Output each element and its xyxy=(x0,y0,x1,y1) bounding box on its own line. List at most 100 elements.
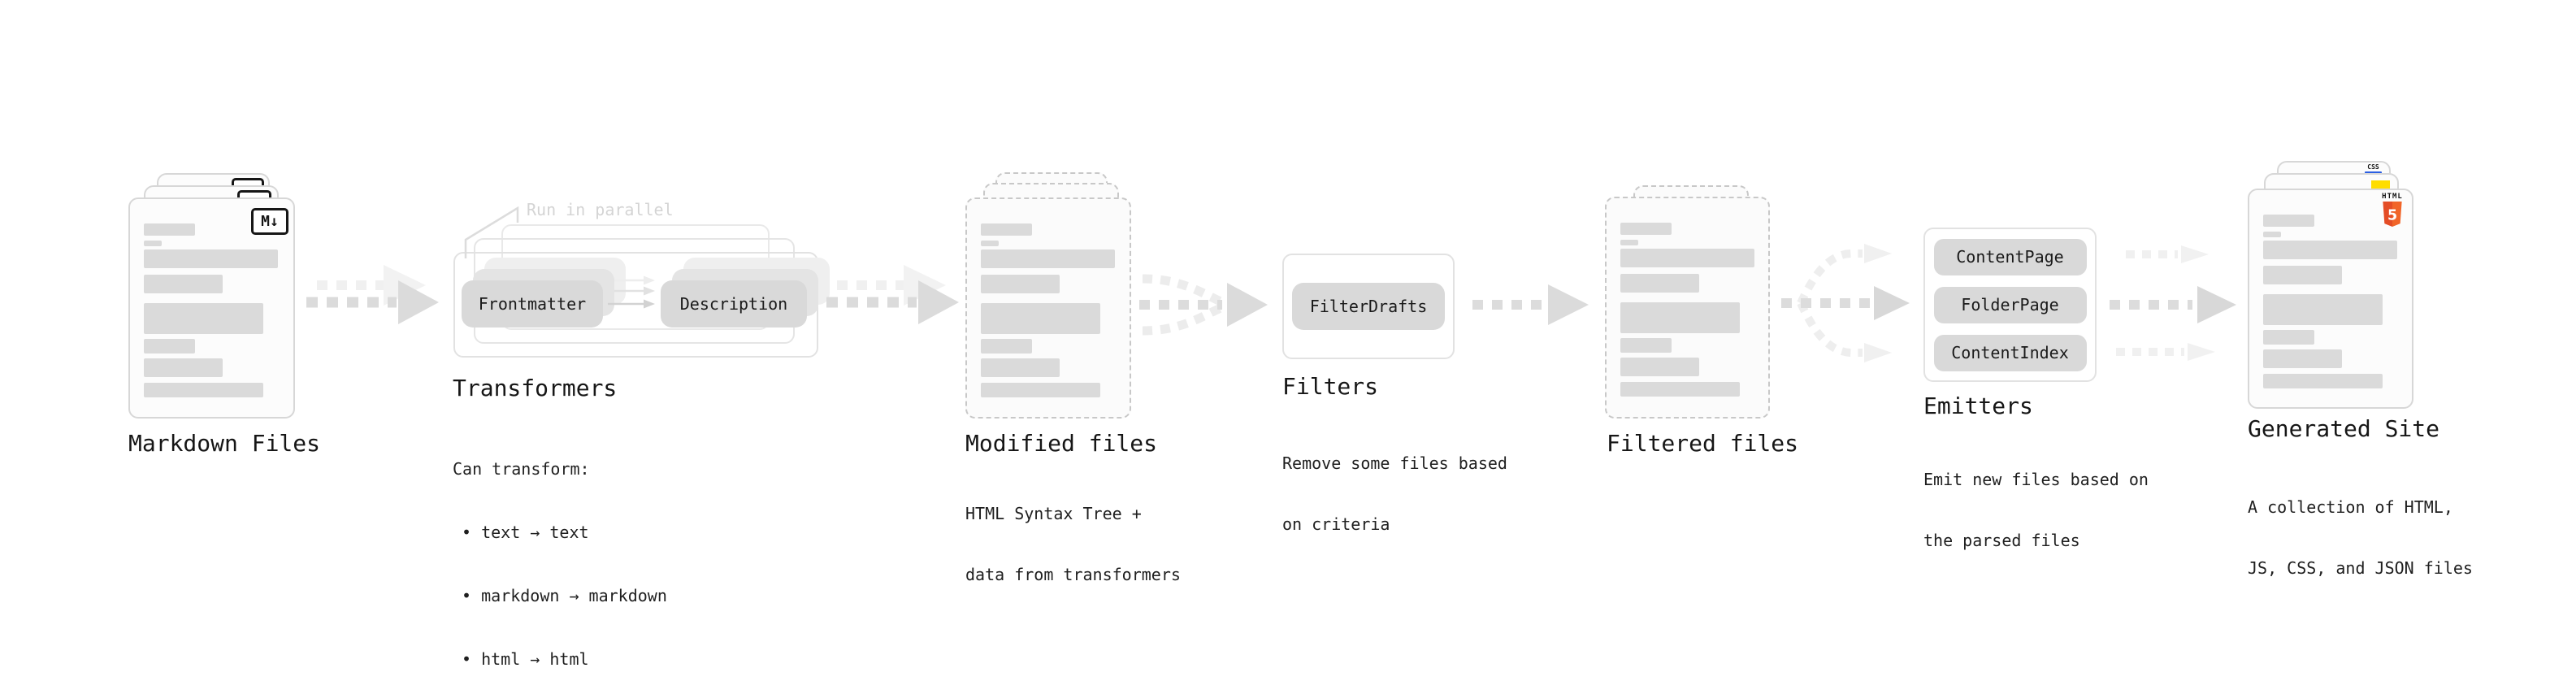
desc-line: Remove some files based xyxy=(1282,453,1507,473)
main-dashed-arrow xyxy=(306,280,439,324)
desc-line: A collection of HTML, xyxy=(2248,497,2453,517)
arrow-emitters-to-generated xyxy=(2110,245,2236,361)
content-bar xyxy=(2263,374,2383,388)
content-bar xyxy=(144,241,162,246)
merge-curve-bottom xyxy=(1142,304,1223,336)
content-bar xyxy=(1620,223,1672,235)
css-icon-label: CSS xyxy=(2367,163,2379,171)
content-bar xyxy=(981,275,1060,293)
css-icon-underline xyxy=(2365,171,2382,174)
content-bar xyxy=(1620,302,1740,333)
html5-icon: HTML 5 xyxy=(2381,193,2404,227)
modified-files-description: HTML Syntax Tree + data from transformer… xyxy=(965,463,1181,626)
content-bar xyxy=(144,249,278,268)
content-bar xyxy=(2263,266,2342,284)
generated-site-description: A collection of HTML, JS, CSS, and JSON … xyxy=(2248,457,2473,619)
emitters-box: ContentPage FolderPage ContentIndex xyxy=(1923,228,2097,382)
content-bar xyxy=(2263,349,2342,368)
content-bar xyxy=(981,339,1032,354)
filters-description: Remove some files based on criteria xyxy=(1282,413,1507,575)
file-card-front: M↓ xyxy=(128,197,295,419)
content-bar xyxy=(981,249,1115,268)
arrowhead xyxy=(1548,284,1589,325)
stage-label-generated-site: Generated Site xyxy=(2248,415,2440,442)
split-branch-bottom xyxy=(1797,301,1892,362)
parallel-arrow-bottom xyxy=(2116,343,2215,361)
file-card-front xyxy=(1605,197,1770,419)
arrow-filters-to-filtered xyxy=(1472,284,1589,325)
content-bar xyxy=(981,241,999,246)
split-branch-top xyxy=(1797,244,1892,306)
emitter-pill-folderpage: FolderPage xyxy=(1933,286,2087,323)
arrow-filtered-to-emitters xyxy=(1781,244,1910,362)
content-bar xyxy=(981,383,1100,397)
bullet-item: • text → text xyxy=(462,523,589,542)
stage-label-filters: Filters xyxy=(1282,373,1379,400)
arrow-transformers-to-modified xyxy=(826,265,959,324)
arrow-markdown-to-transformers xyxy=(306,265,439,324)
file-content-placeholder xyxy=(1607,198,1768,417)
desc-title: Can transform: xyxy=(453,459,590,479)
html5-shield: 5 xyxy=(2383,202,2402,227)
content-bar xyxy=(981,358,1060,377)
content-bar xyxy=(144,358,223,377)
split-branch-middle xyxy=(1781,286,1910,320)
desc-line: HTML Syntax Tree + xyxy=(965,504,1142,523)
file-card-html: HTML 5 xyxy=(2248,189,2413,409)
desc-line: Emit new files based on xyxy=(1923,470,2149,489)
merge-curve-top xyxy=(1142,274,1223,306)
transformer-pill-description: Description xyxy=(661,280,807,327)
parallel-arrow-top xyxy=(2126,245,2209,263)
stage-label-markdown-files: Markdown Files xyxy=(128,430,321,457)
thin-arrow-middle xyxy=(614,286,655,296)
main-dashed-arrow xyxy=(826,280,959,324)
emitter-pill-contentindex: ContentIndex xyxy=(1933,334,2087,371)
content-bar xyxy=(144,223,195,236)
file-content-placeholder xyxy=(130,199,293,417)
content-bar xyxy=(981,223,1032,236)
content-bar xyxy=(2263,232,2281,237)
css-icon: CSS xyxy=(2365,164,2382,174)
arrow-modified-to-filters xyxy=(1139,274,1268,336)
transformer-pill-frontmatter: Frontmatter xyxy=(462,280,603,327)
thin-arrow-bottom xyxy=(608,299,655,309)
javascript-icon xyxy=(2371,180,2390,189)
content-bar xyxy=(981,303,1100,334)
content-bar xyxy=(144,383,263,397)
pill-to-pill-arrows xyxy=(608,275,655,309)
content-bar xyxy=(1620,338,1672,353)
desc-line: the parsed files xyxy=(1923,531,2080,550)
stage-label-modified-files: Modified files xyxy=(965,430,1158,457)
stage-label-filtered-files: Filtered files xyxy=(1607,430,1799,457)
markdown-icon: M↓ xyxy=(251,208,288,235)
desc-line: on criteria xyxy=(1282,514,1390,534)
desc-line: JS, CSS, and JSON files xyxy=(2248,558,2473,578)
file-content-placeholder xyxy=(2249,190,2412,407)
annotation-run-in-parallel: Run in parallel xyxy=(527,200,674,219)
svg-text:5: 5 xyxy=(2387,207,2397,223)
content-bar xyxy=(144,275,223,293)
emitter-pill-contentpage: ContentPage xyxy=(1933,238,2087,275)
content-bar xyxy=(2263,294,2383,325)
desc-line: data from transformers xyxy=(965,565,1181,584)
content-bar xyxy=(1620,358,1699,376)
content-bar xyxy=(1620,249,1754,267)
parallel-arrow-middle xyxy=(2110,286,2236,323)
filters-box: FilterDrafts xyxy=(1282,254,1455,359)
annotation-leader-line xyxy=(464,206,519,258)
content-bar xyxy=(144,303,263,334)
content-bar xyxy=(1620,382,1740,397)
file-content-placeholder xyxy=(967,199,1130,417)
content-bar xyxy=(1620,240,1638,245)
content-bar xyxy=(144,339,195,354)
bullet-item: • markdown → markdown xyxy=(462,586,667,605)
content-bar xyxy=(2263,330,2314,345)
filter-pill-filterdrafts: FilterDrafts xyxy=(1292,283,1445,330)
file-card-front xyxy=(965,197,1131,419)
content-bar xyxy=(2263,241,2397,259)
stage-label-emitters: Emitters xyxy=(1923,393,2033,419)
content-bar xyxy=(1620,274,1699,293)
transformers-description: Can transform: • text → text • markdown … xyxy=(453,416,667,681)
thin-arrow-top xyxy=(614,275,655,285)
